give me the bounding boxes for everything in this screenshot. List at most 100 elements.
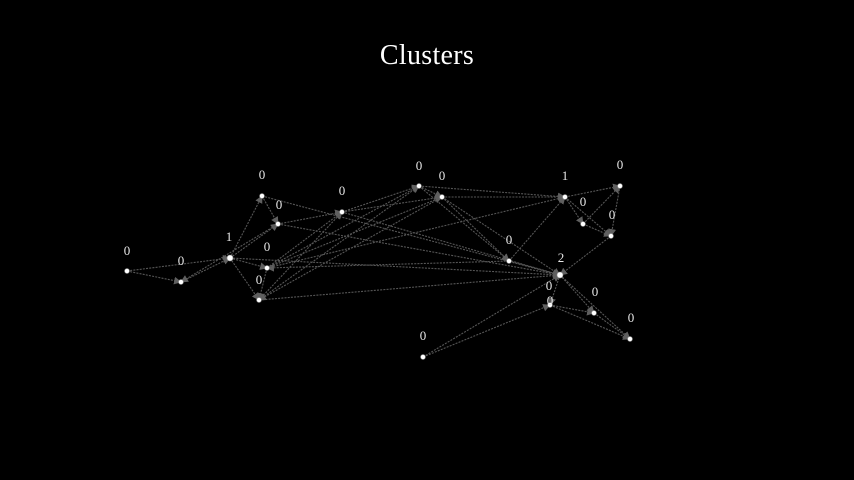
graph-edge [258,185,420,301]
node-label: 0 [259,167,266,182]
graph-node: 0 [259,167,266,199]
node-label: 0 [609,207,616,222]
graph-node: 2 [556,250,564,279]
graph-edge [582,185,621,225]
node-label: 0 [178,253,185,268]
node-label: 0 [256,272,263,287]
node-label: 0 [264,239,271,254]
node-dot [506,258,512,264]
graph-node: 0 [608,207,616,239]
graph-edge [258,211,343,301]
graph-edge [229,223,279,259]
node-label: 1 [226,229,233,244]
graph-edge [341,194,443,213]
edges-layer [126,183,631,358]
node-label: 0 [592,284,599,299]
graph-node: 1 [226,229,234,262]
graph-edge [559,274,595,314]
node-dot [608,233,614,239]
graph-edge [266,260,510,272]
graph-edge [261,195,279,225]
graph-edge [548,274,561,306]
graph-edge [564,196,584,225]
graph-node: 0 [506,232,513,264]
node-dot [627,336,633,342]
node-label: 0 [547,293,554,308]
graph-edge [559,235,612,276]
node-dot [264,265,270,271]
graph-node: 0 [439,168,446,200]
graph-edge [277,209,343,225]
graph-node: 0 [627,310,634,342]
graph-edge [341,211,561,277]
graph-edge [126,270,182,285]
node-dot [259,193,265,199]
graph-edge [508,260,561,277]
node-dot [591,310,597,316]
graph-edge [258,271,561,301]
diagram-title: Clusters [379,40,475,71]
graph-edge [549,304,595,316]
node-dot [339,209,345,215]
graph-edge [180,223,279,283]
node-dot [420,354,426,360]
graph-node: 0 [264,239,271,271]
graph-node: 0 [275,197,283,227]
node-dot [617,183,623,189]
graph-edge [266,185,420,269]
graph-node: 0 [416,158,423,189]
graph-node: 0 [339,183,345,215]
graph-node: 0 [124,243,131,274]
graph-edge [593,312,631,340]
node-dot [256,297,262,303]
node-label: 0 [416,158,423,173]
node-label: 0 [124,243,131,258]
node-label: 0 [617,157,624,172]
graph-edge [229,195,263,259]
graph-edge [341,184,420,213]
node-dot [439,194,445,200]
node-label: 0 [546,278,553,293]
graph-edge [422,304,551,358]
node-dot [562,194,568,200]
graph-edge [422,274,561,358]
graph-node: 0 [256,272,263,303]
node-dot [124,268,130,274]
node-label: 1 [562,168,569,183]
graph-node: 0 [420,328,427,360]
node-dot [416,183,422,189]
graph-edge [508,196,566,262]
node-label: 0 [580,194,587,209]
graph-node: 0 [178,253,185,285]
node-label: 0 [506,232,513,247]
node-label: 0 [276,197,283,212]
graph-edge [180,257,231,283]
node-label: 0 [439,168,446,183]
graph-node: 0 [580,194,587,227]
graph-node: 1 [562,168,569,200]
node-label: 0 [420,328,427,343]
graph-node: 0 [546,278,553,293]
graph-edge [549,304,631,340]
graph-node: 0 [617,157,624,189]
graph-edge [418,185,443,198]
graph-edge [229,257,260,301]
graph-edge [564,183,621,198]
node-dot [556,271,564,279]
graph-edge [582,223,612,237]
graph-edge [418,185,510,262]
graph-edge [441,196,561,276]
graph-node: 0 [547,293,554,308]
graph-edge [418,185,566,201]
graph-edge [126,255,231,272]
node-dot [580,221,586,227]
graph-node: 0 [591,284,599,316]
graph-edge [608,185,621,237]
graph-edge [441,196,510,262]
graph-edge [266,196,443,269]
node-dot [226,254,234,262]
node-dot [178,279,184,285]
